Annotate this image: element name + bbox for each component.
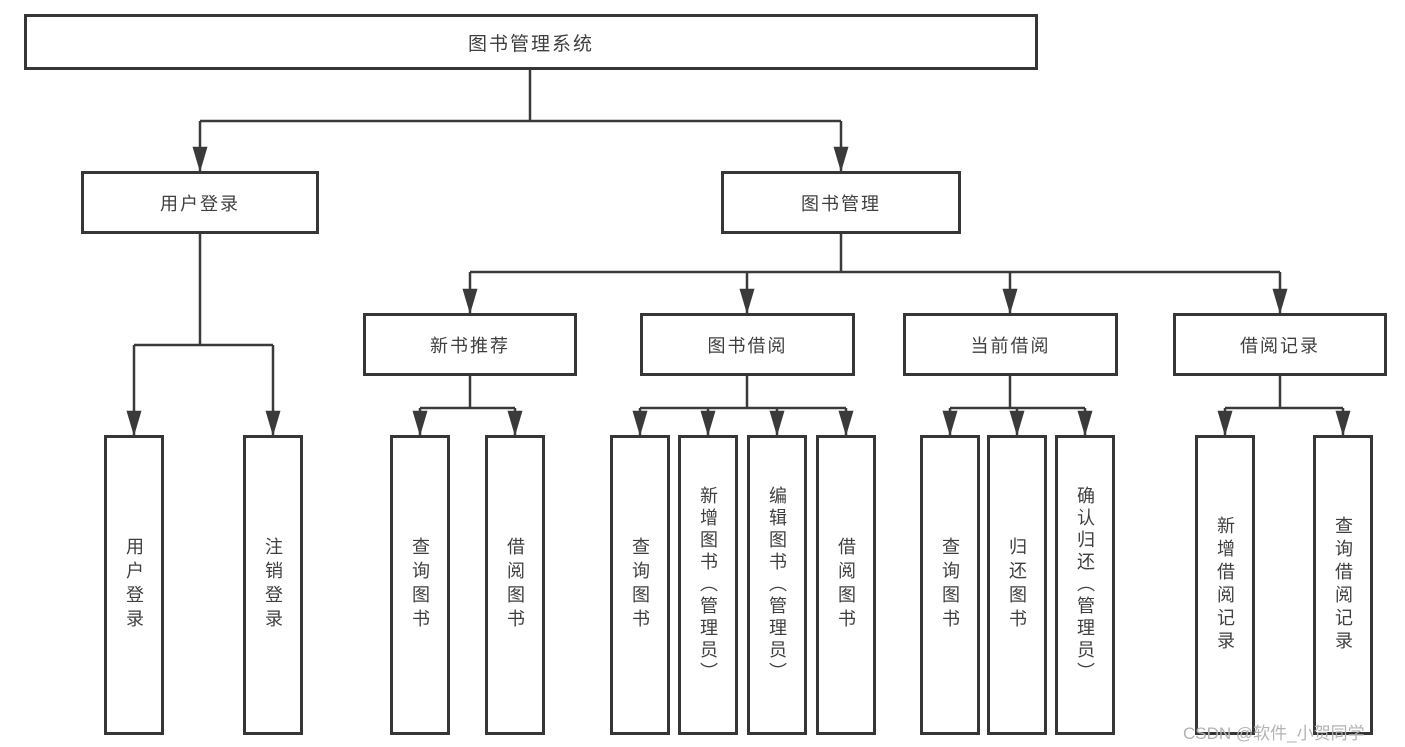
leaf-return-books: 归还图书 [987, 435, 1047, 735]
leaf-logout: 注销登录 [243, 435, 303, 735]
node-book-borrow: 图书借阅 [640, 313, 855, 376]
node-user-login: 用户登录 [81, 171, 319, 234]
leaf-confirm-return-admin: 确认归还（管理员） [1055, 435, 1115, 735]
leaf-borrow-books: 借阅图书 [816, 435, 876, 735]
leaf-add-books-admin: 新增图书（管理员） [678, 435, 738, 735]
leaf-borrow-books-recommend: 借阅图书 [485, 435, 545, 735]
node-current-borrow: 当前借阅 [903, 313, 1118, 376]
node-book-management: 图书管理 [721, 171, 961, 234]
node-borrow-record: 借阅记录 [1173, 313, 1387, 376]
leaf-add-borrow-record: 新增借阅记录 [1195, 435, 1255, 735]
leaf-edit-books-admin: 编辑图书（管理员） [747, 435, 807, 735]
leaf-query-books-recommend: 查询图书 [390, 435, 450, 735]
node-new-book-recommend: 新书推荐 [363, 313, 577, 376]
csdn-watermark: CSDN @软件_小贺同学 [1183, 724, 1365, 743]
node-root-library-system: 图书管理系统 [24, 14, 1038, 70]
leaf-query-books-current: 查询图书 [920, 435, 980, 735]
leaf-query-borrow-record: 查询借阅记录 [1313, 435, 1373, 735]
leaf-user-login: 用户登录 [104, 435, 164, 735]
leaf-query-books-borrow: 查询图书 [610, 435, 670, 735]
